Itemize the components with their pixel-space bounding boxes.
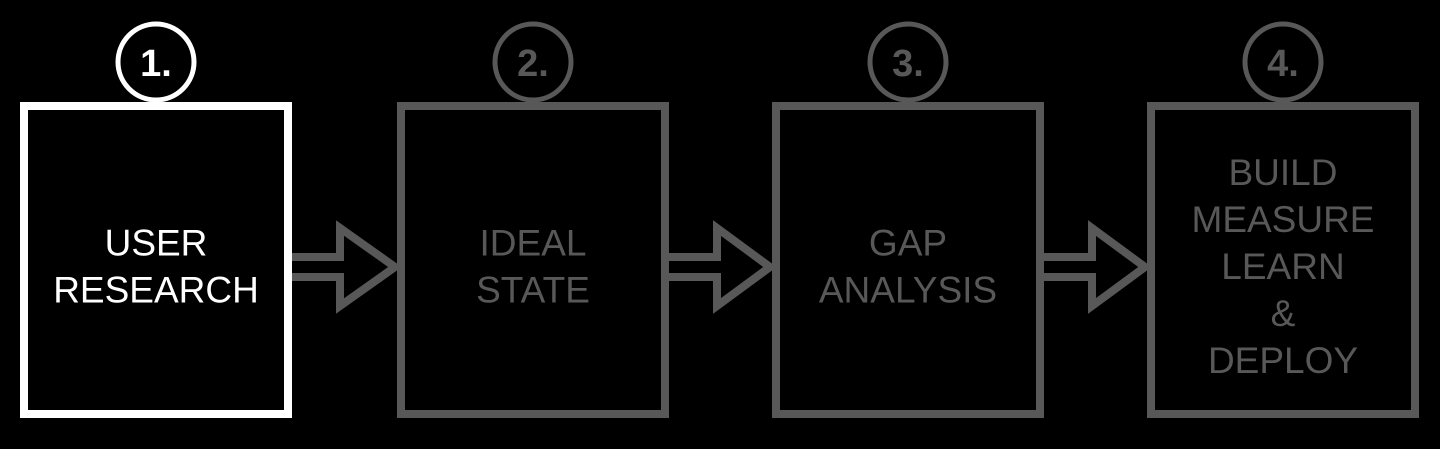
step-2: 2. IDEAL STATE <box>397 21 669 418</box>
step-box <box>20 102 292 418</box>
step-label-line: MEASURE <box>1192 199 1375 240</box>
step-number: 4. <box>1267 43 1299 85</box>
step-label-line: RESEARCH <box>53 270 259 311</box>
step-number-circle <box>867 21 949 103</box>
arrow-right-icon <box>669 220 777 314</box>
step-box <box>1147 102 1419 418</box>
step-label-line: DEPLOY <box>1208 340 1358 381</box>
step-box <box>397 102 669 418</box>
step-number-circle <box>492 21 574 103</box>
step-number-circle <box>115 21 197 103</box>
step-label-line: USER <box>105 223 208 264</box>
step-number: 3. <box>892 43 924 85</box>
step-4: 4. BUILD MEASURE LEARN & DEPLOY <box>1147 21 1419 418</box>
step-label-line: ANALYSIS <box>819 270 997 311</box>
arrow-right-icon <box>292 220 402 314</box>
step-label-line: IDEAL <box>480 223 587 264</box>
step-1: 1. USER RESEARCH <box>20 21 292 418</box>
step-3: 3. GAP ANALYSIS <box>772 21 1044 418</box>
step-box <box>772 102 1044 418</box>
step-label-line: LEARN <box>1221 246 1344 287</box>
step-number: 1. <box>140 43 172 85</box>
step-number: 2. <box>517 43 549 85</box>
arrow-right-icon <box>1044 220 1152 314</box>
step-label-line: BUILD <box>1229 152 1338 193</box>
step-label-line: & <box>1271 293 1296 334</box>
step-label-line: STATE <box>476 270 590 311</box>
step-number-circle <box>1242 21 1324 103</box>
step-label-line: GAP <box>869 223 947 264</box>
